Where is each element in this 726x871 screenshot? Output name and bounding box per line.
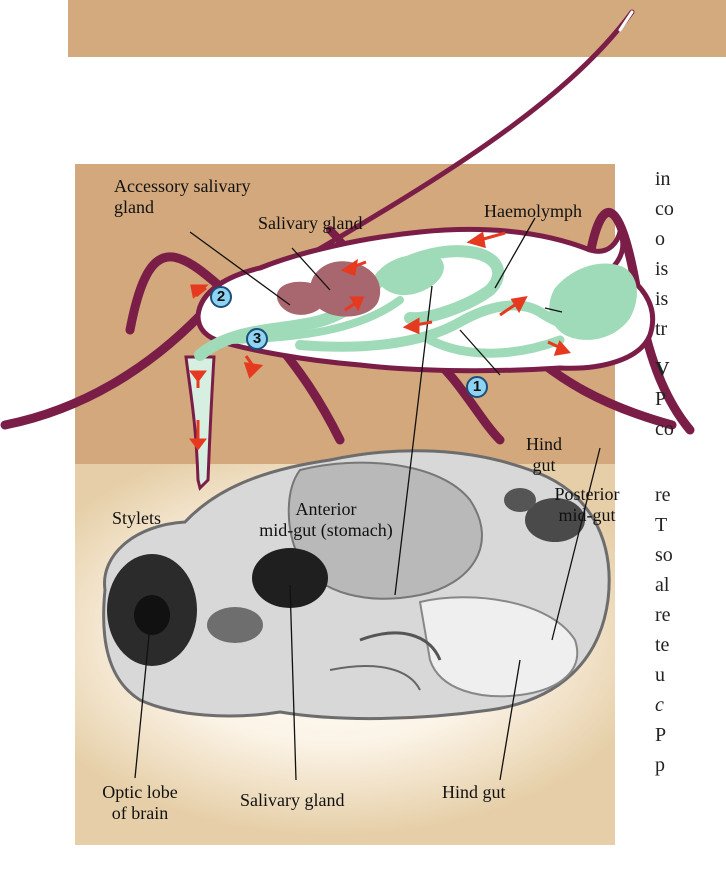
label-haemolymph: Haemolymph — [484, 201, 582, 222]
label-hind-gut-bottom: Hind gut — [442, 782, 506, 803]
label-stylets: Stylets — [112, 508, 161, 529]
side-text-line-12: al — [655, 570, 669, 600]
label-optic-lobe-line1: Optic lobe — [90, 782, 190, 803]
side-text-line-5: is — [655, 284, 668, 314]
side-text-line-10: T — [655, 510, 667, 540]
label-posterior-mid-gut: Posterior mid-gut — [542, 484, 632, 526]
label-anterior-mid-gut-line2: mid-gut (stomach) — [238, 520, 414, 541]
label-hind-gut-top: Hind gut — [524, 434, 564, 476]
label-posterior-mid-gut-line2: mid-gut — [542, 505, 632, 526]
label-salivary-gland-bottom: Salivary gland — [240, 790, 344, 811]
marker-2: 2 — [210, 286, 232, 308]
label-posterior-mid-gut-line1: Posterior — [542, 484, 632, 505]
side-text-line-18: p — [655, 750, 665, 780]
label-accessory-salivary-gland-line1: Accessory salivary — [114, 176, 250, 197]
label-hind-gut-top-line1: Hind — [524, 434, 564, 455]
side-text-line-7: P — [655, 384, 666, 414]
side-text-line-15: u — [655, 660, 665, 690]
side-text-heading: V — [655, 354, 669, 384]
marker-3: 3 — [246, 328, 268, 350]
side-text-line-6: tr — [655, 314, 667, 344]
label-optic-lobe: Optic lobe of brain — [90, 782, 190, 824]
side-text-line-17: P — [655, 720, 666, 750]
label-anterior-mid-gut-line1: Anterior — [238, 499, 414, 520]
side-text-line-4: is — [655, 254, 668, 284]
label-accessory-salivary-gland-line2: gland — [114, 197, 250, 218]
side-text-line-1: in — [655, 164, 671, 194]
label-anterior-mid-gut: Anterior mid-gut (stomach) — [238, 499, 414, 541]
micrograph-section — [104, 451, 610, 719]
side-text-line-9: re — [655, 480, 671, 510]
side-text-line-14: te — [655, 630, 669, 660]
marker-1: 1 — [466, 376, 488, 398]
side-text-line-13: re — [655, 600, 671, 630]
label-hind-gut-top-line2: gut — [524, 455, 564, 476]
label-accessory-salivary-gland: Accessory salivary gland — [114, 176, 250, 218]
side-text-line-11: so — [655, 540, 673, 570]
side-text-line-8: co — [655, 414, 674, 444]
side-text-line-16: c — [655, 690, 664, 720]
side-text-line-3: o — [655, 224, 665, 254]
side-text-line-2: co — [655, 194, 674, 224]
label-salivary-gland-top: Salivary gland — [258, 213, 362, 234]
label-optic-lobe-line2: of brain — [90, 803, 190, 824]
